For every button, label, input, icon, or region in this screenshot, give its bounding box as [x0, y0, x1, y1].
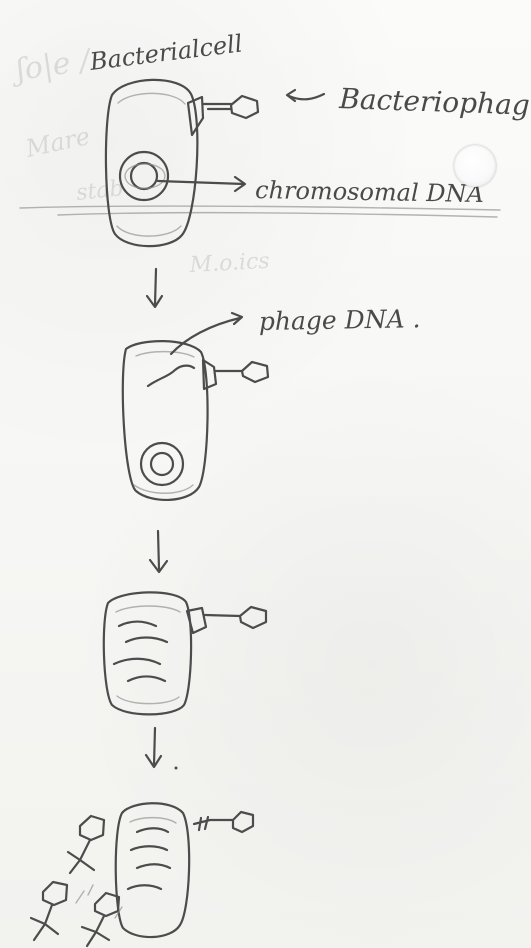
down-arrow-3 [154, 728, 155, 765]
phage-dna-label: phage DNA . [259, 304, 421, 336]
bacteriophage-label: Bacteriophag [338, 82, 531, 122]
stage-3-group [104, 592, 266, 769]
bacterial-cell-stage-2 [123, 341, 208, 500]
chromosomal-dna-coil-stage-2 [141, 443, 183, 485]
svg-text:ʃo|e ∕: ʃo|e ∕ [8, 43, 95, 89]
chromosomal-dna-label: chromosomal DNA [255, 176, 484, 208]
bacterial-cell-stage-1 [106, 80, 197, 246]
svg-text:M.o.ics: M.o.ics [188, 249, 270, 278]
svg-text:stab: stab [75, 176, 125, 206]
released-phage-lower-left [43, 882, 67, 905]
chromosomal-dna-inner-stage-1 [131, 163, 157, 189]
svg-text:Mare: Mare [22, 122, 92, 163]
down-arrow-1 [155, 269, 156, 305]
bacterial-cell-label: Bacterialcell [87, 29, 244, 76]
arrow-to-phage-dna-label [171, 318, 240, 354]
stage-4-group [31, 803, 253, 946]
chromosomal-dna-coil-stage-1 [120, 152, 168, 200]
arrow-to-chromosomal-dna-label [158, 181, 244, 184]
stage-2-group: phage DNA . [123, 304, 421, 572]
paper-punch-hole [454, 145, 496, 187]
bleed-through-marks: ʃo|e ∕ Mare stab M.o.ics [8, 43, 500, 278]
down-arrow-2 [158, 531, 159, 569]
released-phage-upper-left [80, 816, 104, 840]
arrow-to-bacteriophage-label [289, 94, 324, 99]
phage-dna-squiggle [148, 366, 194, 386]
released-phage-bottom-mid [95, 893, 119, 916]
chromosomal-dna-inner-stage-2 [151, 453, 173, 475]
replicating-dna-fragments-stage-3 [114, 622, 167, 682]
released-phage-top-right [194, 817, 233, 830]
bacterial-cell-lysing [116, 803, 189, 937]
